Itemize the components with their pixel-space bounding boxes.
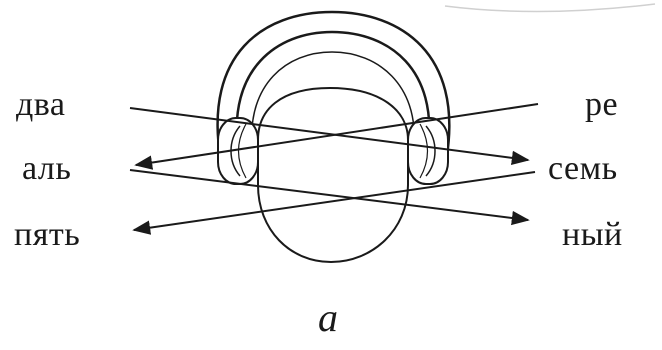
word-right-2: семь	[548, 152, 618, 186]
word-right-3: ный	[562, 218, 623, 252]
word-left-1: два	[16, 88, 66, 122]
word-left-2: аль	[22, 152, 71, 186]
word-left-3: пять	[14, 218, 80, 252]
head-outline	[258, 88, 408, 262]
figure-caption: а	[318, 298, 338, 338]
background-arc	[445, 4, 655, 12]
right-earcup	[408, 118, 448, 184]
word-right-1: ре	[585, 88, 618, 122]
